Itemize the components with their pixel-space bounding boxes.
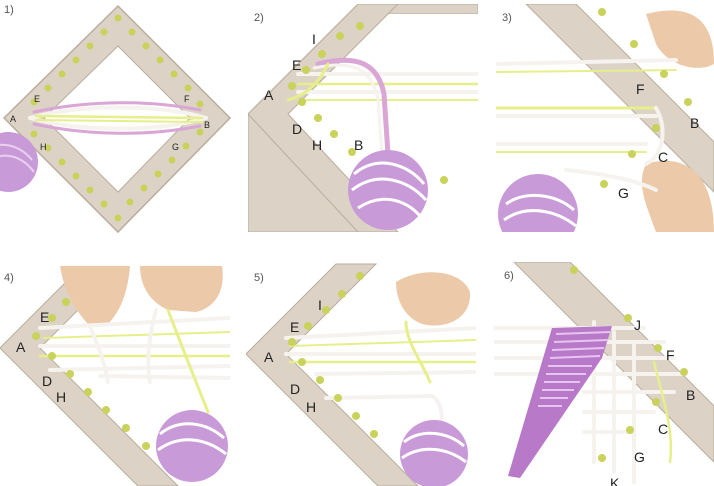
yarn-strands xyxy=(496,58,678,192)
label-e: E xyxy=(34,94,41,104)
step-number: 2) xyxy=(254,12,264,24)
loom-frame xyxy=(525,4,714,193)
yarn-ball xyxy=(498,174,578,232)
step-2-illustration xyxy=(248,4,478,232)
yarn-strands xyxy=(286,57,478,157)
loom-pins xyxy=(570,266,688,462)
yarn-strands xyxy=(284,320,476,440)
label-b: B xyxy=(686,387,696,403)
label-h: H xyxy=(306,399,317,415)
loom-frame xyxy=(2,4,232,234)
step-1-illustration xyxy=(0,4,232,234)
label-k: K xyxy=(610,475,620,486)
yarn-ball xyxy=(348,150,428,230)
step-number: 6) xyxy=(504,270,514,282)
loom-pins xyxy=(32,298,150,450)
step-4-illustration xyxy=(0,266,230,486)
label-a: A xyxy=(264,87,274,103)
loom-pins xyxy=(30,14,204,222)
comb xyxy=(508,326,612,478)
hand xyxy=(396,272,471,326)
step-number: 4) xyxy=(4,272,14,284)
label-j: J xyxy=(634,317,641,333)
label-g: G xyxy=(172,142,180,152)
hand xyxy=(60,266,223,326)
label-g: G xyxy=(634,449,645,465)
label-c: C xyxy=(658,149,669,165)
yarn-ball xyxy=(156,410,228,482)
step-2-panel: 2) I E A D H B xyxy=(248,4,478,232)
label-d: D xyxy=(290,381,301,397)
label-h: H xyxy=(312,137,323,153)
label-f: F xyxy=(636,81,645,97)
step-3-panel: 3) F B C G xyxy=(496,4,714,232)
label-b: B xyxy=(690,115,700,131)
step-5-panel: 5) I E A D H xyxy=(246,262,476,486)
step-number: 1) xyxy=(4,4,14,16)
label-e: E xyxy=(290,319,300,335)
step-number: 5) xyxy=(254,272,264,284)
hand xyxy=(641,10,714,232)
loom-pins xyxy=(288,272,378,438)
step-3-illustration xyxy=(496,4,714,232)
label-c: C xyxy=(658,421,669,437)
label-a: A xyxy=(16,339,26,355)
label-g: G xyxy=(618,185,629,201)
step-4-panel: 4) E A D H xyxy=(0,262,230,486)
label-b: B xyxy=(204,120,211,130)
label-b: B xyxy=(354,137,364,153)
step-5-illustration xyxy=(246,263,476,486)
yarn-strands xyxy=(38,308,230,414)
label-f: F xyxy=(184,94,190,104)
label-d: D xyxy=(42,373,53,389)
label-e: E xyxy=(292,57,302,73)
yarn-ball xyxy=(0,132,38,192)
label-i: I xyxy=(318,297,322,313)
step-number: 3) xyxy=(502,12,512,24)
step-6-illustration xyxy=(494,262,714,484)
yarn-strands xyxy=(28,101,208,135)
label-i: I xyxy=(312,31,316,47)
label-e: E xyxy=(40,309,50,325)
step-6-panel: 6) J F B C G K xyxy=(494,262,714,486)
label-h: H xyxy=(56,389,67,405)
label-h: H xyxy=(40,142,47,152)
label-d: D xyxy=(292,121,303,137)
loom-pins xyxy=(598,8,692,188)
label-a: A xyxy=(264,349,274,365)
yarn-ball xyxy=(400,420,468,486)
label-a: A xyxy=(10,114,17,124)
label-f: F xyxy=(666,347,675,363)
step-1-panel: 1) A E H F B G xyxy=(0,0,236,240)
